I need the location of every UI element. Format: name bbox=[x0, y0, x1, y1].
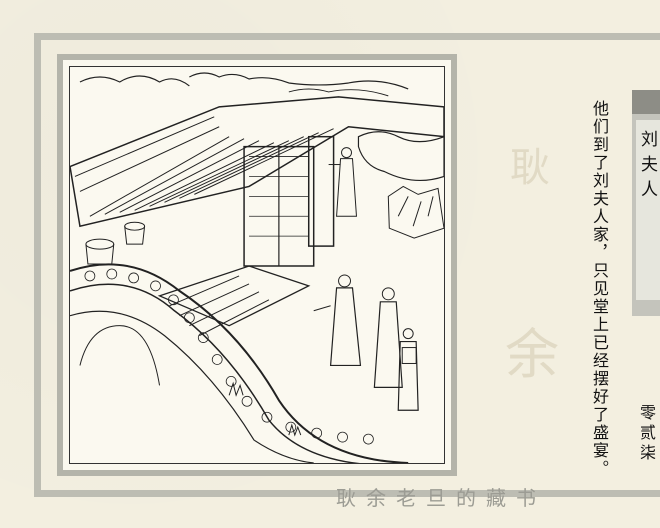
line-drawing-courtyard-icon bbox=[70, 72, 444, 463]
seal-char: 藏 bbox=[486, 486, 506, 510]
title-tab: 刘夫人 bbox=[632, 90, 660, 316]
chapter-title: 刘夫人 bbox=[637, 130, 657, 205]
courtyard-illustration bbox=[69, 66, 445, 464]
page-number: 零贰柒 bbox=[637, 404, 656, 464]
outer-frame bbox=[34, 33, 660, 497]
caption-text: 他们到了刘夫人家，只见堂上已经摆好了盛宴。 bbox=[590, 100, 609, 478]
seal-char: 旦 bbox=[426, 486, 446, 510]
collector-seal-row: 耿 余 老 旦 的 藏 书 bbox=[336, 482, 536, 511]
seal-char: 老 bbox=[396, 486, 416, 510]
title-tab-cap bbox=[632, 90, 660, 114]
seal-char: 耿 bbox=[336, 486, 356, 510]
watermark-seal-top: 耿 bbox=[510, 145, 550, 191]
illustration-frame bbox=[57, 54, 457, 476]
seal-char: 书 bbox=[516, 486, 536, 510]
seal-char: 的 bbox=[456, 486, 476, 510]
seal-char: 余 bbox=[366, 486, 386, 510]
title-tab-panel bbox=[636, 120, 660, 300]
watermark-seal-bottom: 余 bbox=[505, 323, 559, 386]
